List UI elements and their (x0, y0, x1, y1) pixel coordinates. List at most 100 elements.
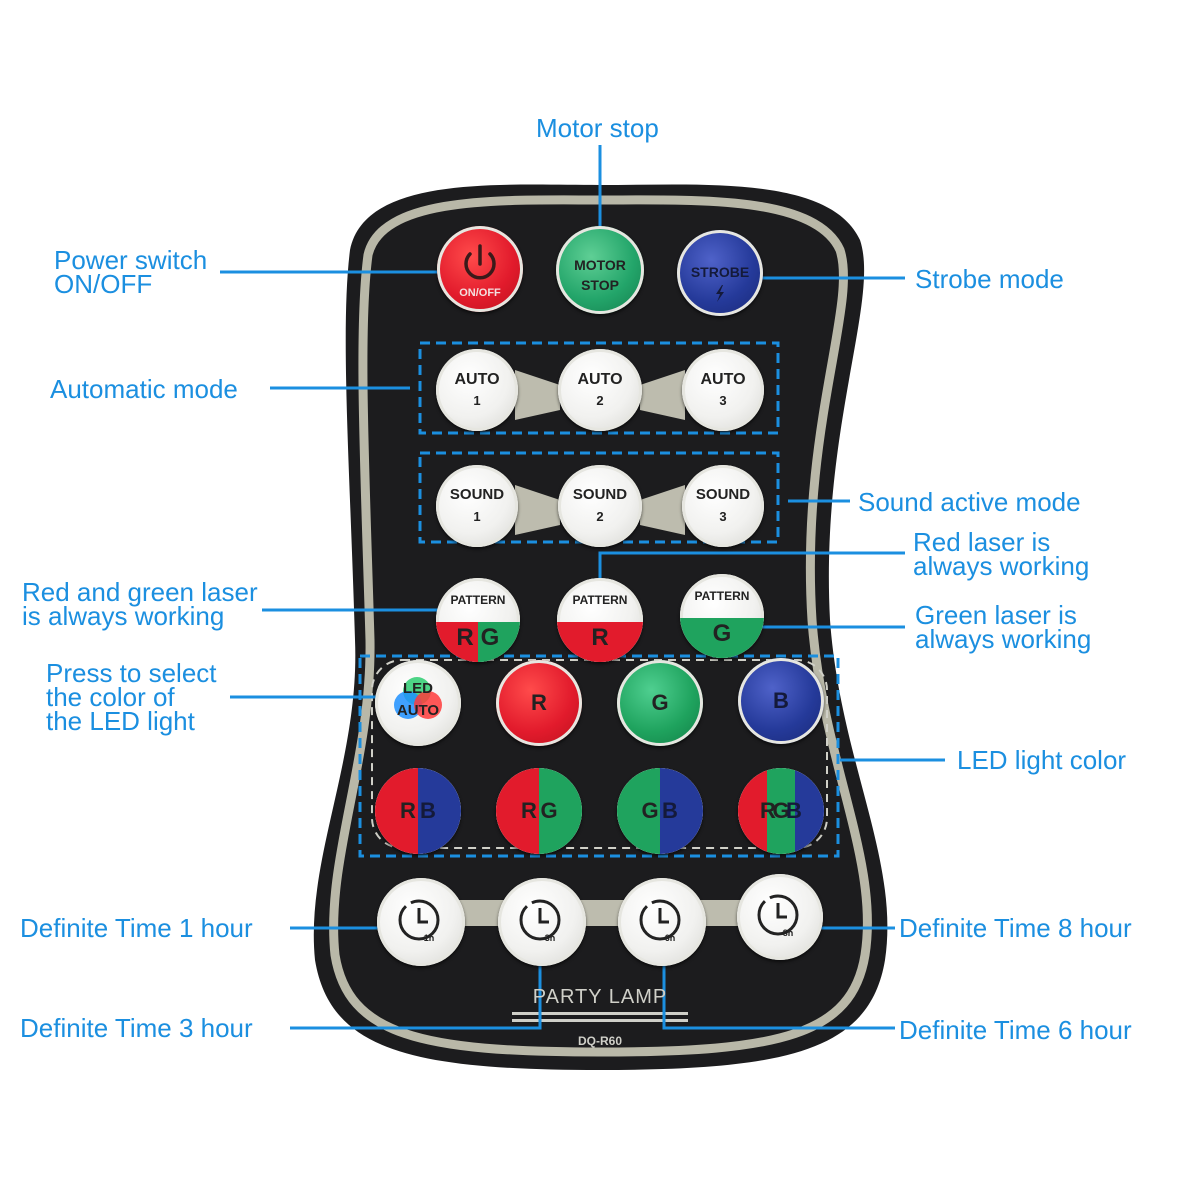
auto-2-line-2: 2 (596, 393, 604, 408)
timer-1h-label: 1h (423, 933, 435, 943)
timer-bar (420, 900, 770, 926)
sound-1-line-1: SOUND (449, 486, 505, 503)
color-rb-red-half (375, 768, 418, 854)
timer-6h-label: 6h (664, 933, 676, 943)
color-gb-button[interactable]: G B (617, 768, 703, 854)
pattern-rg-label: PATTERN (450, 593, 506, 607)
led-auto-line-2: AUTO (396, 702, 440, 719)
color-rgb-red-third (738, 768, 767, 854)
remote-rim (329, 195, 872, 1057)
sound-2-button[interactable]: SOUND 2 (558, 465, 642, 547)
clock-icon (519, 899, 561, 941)
timer-8h-label: 8h (782, 928, 794, 938)
clock-icon (639, 899, 681, 941)
red-green-laser-line-1: Red and green laser (22, 577, 258, 607)
pattern-rg-letter-g: G (480, 624, 500, 651)
color-rgb-green-third (766, 768, 796, 854)
pattern-r-button[interactable]: PATTERN R (557, 578, 643, 662)
color-gb-blue-half (660, 768, 703, 854)
timer-3h-button[interactable]: 3h (498, 878, 586, 966)
timer-3h-label: 3h (544, 933, 556, 943)
timer-6h-button[interactable]: 6h (618, 878, 706, 966)
red-laser-line-1: Red laser is (913, 527, 1051, 557)
time-1-callout: Definite Time 1 hour (20, 913, 253, 943)
press-select-line-1: Press to select (46, 658, 217, 688)
auto-3-line-1: AUTO (700, 371, 746, 388)
color-rb-letter-b: B (420, 798, 436, 823)
color-g-button[interactable]: G (617, 660, 703, 746)
color-rgb-blue-third (795, 768, 824, 854)
green-laser-line-2: always working (915, 624, 1092, 654)
time-3-callout: Definite Time 3 hour (20, 1013, 253, 1043)
pattern-g-green-fill (680, 618, 764, 658)
color-g-letter: G (651, 690, 669, 715)
lightning-icon (716, 285, 724, 302)
sound-3-button[interactable]: SOUND 3 (682, 465, 764, 547)
green-laser-line-1: Green laser is (915, 600, 1077, 630)
pattern-rg-green-half (478, 622, 520, 662)
sound-3-line-2: 3 (719, 509, 727, 524)
strobe-label: STROBE (690, 264, 750, 280)
footer-line-1 (512, 1012, 688, 1015)
sound-3-line-1: SOUND (695, 486, 751, 503)
power-label: ON/OFF (459, 287, 501, 299)
color-gb-letter-g: G (641, 798, 659, 823)
motor-stop-line-1: MOTOR (574, 257, 626, 273)
color-rb-letter-r: R (400, 798, 416, 823)
auto-2-line-1: AUTO (577, 371, 623, 388)
auto-2-button[interactable]: AUTO 2 (558, 349, 642, 431)
red-laser-line-2: always working (913, 551, 1090, 581)
auto-connector-1 (515, 370, 560, 420)
timer-1h-button[interactable]: 1h (377, 878, 465, 966)
motor-stop-button[interactable]: MOTOR STOP (556, 226, 644, 314)
model-label: DQ-R60 (577, 1034, 622, 1048)
time-6-callout: Definite Time 6 hour (899, 1015, 1132, 1045)
pattern-r-letter: R (591, 624, 609, 651)
automatic-mode-callout: Automatic mode (50, 374, 238, 404)
power-button[interactable]: ON/OFF (437, 226, 523, 312)
color-gb-letter-b: B (662, 798, 678, 823)
color-rg-letter-r: R (521, 798, 537, 823)
footer-line-2 (512, 1019, 688, 1022)
pattern-rg-letter-r: R (456, 624, 474, 651)
clock-icon (757, 894, 799, 936)
sound-1-button[interactable]: SOUND 1 (436, 465, 518, 547)
leader-time-6 (662, 948, 895, 1030)
brand-label: PARTY LAMP (532, 986, 668, 1008)
auto-3-button[interactable]: AUTO 3 (682, 349, 764, 431)
motor-stop-line-2: STOP (581, 277, 619, 293)
color-rgb-letter-r: R (760, 798, 776, 823)
color-rg-button[interactable]: R G (496, 768, 582, 854)
led-dashed-box (358, 654, 840, 858)
pattern-g-letter: G (712, 620, 732, 647)
color-gb-green-half (617, 768, 660, 854)
color-rgb-button[interactable]: R G B (738, 768, 824, 854)
color-r-button[interactable]: R (496, 660, 582, 746)
auto-1-line-2: 1 (473, 393, 481, 408)
pattern-g-label: PATTERN (694, 589, 750, 603)
led-auto-line-1: LED (403, 680, 433, 697)
leader-time-3 (290, 948, 542, 1030)
sound-1-line-2: 1 (473, 509, 481, 524)
pattern-rg-button[interactable]: PATTERN R G (436, 578, 520, 662)
led-auto-button[interactable]: LED AUTO (375, 660, 461, 746)
led-light-color-callout: LED light color (957, 745, 1127, 775)
color-b-button[interactable]: B (738, 658, 824, 744)
time-8-callout: Definite Time 8 hour (899, 913, 1132, 943)
auto-dashed-box (418, 341, 780, 435)
pattern-rg-red-half (436, 622, 478, 662)
auto-connector-2 (640, 370, 685, 420)
color-rgb-letter-g: G (772, 798, 790, 823)
auto-1-button[interactable]: AUTO 1 (436, 349, 518, 431)
auto-1-line-1: AUTO (454, 371, 500, 388)
color-rb-button[interactable]: R B (375, 768, 461, 854)
color-rgb-letter-b: B (786, 798, 802, 823)
press-select-callout: Press to select the color of the LED lig… (46, 658, 217, 734)
sound-connector-1 (515, 485, 560, 535)
timer-8h-button[interactable]: 8h (737, 874, 823, 960)
pattern-g-button[interactable]: PATTERN G (680, 574, 764, 658)
color-rg-letter-g: G (540, 798, 558, 823)
strobe-button[interactable]: STROBE (677, 230, 763, 316)
color-b-letter: B (773, 688, 789, 713)
